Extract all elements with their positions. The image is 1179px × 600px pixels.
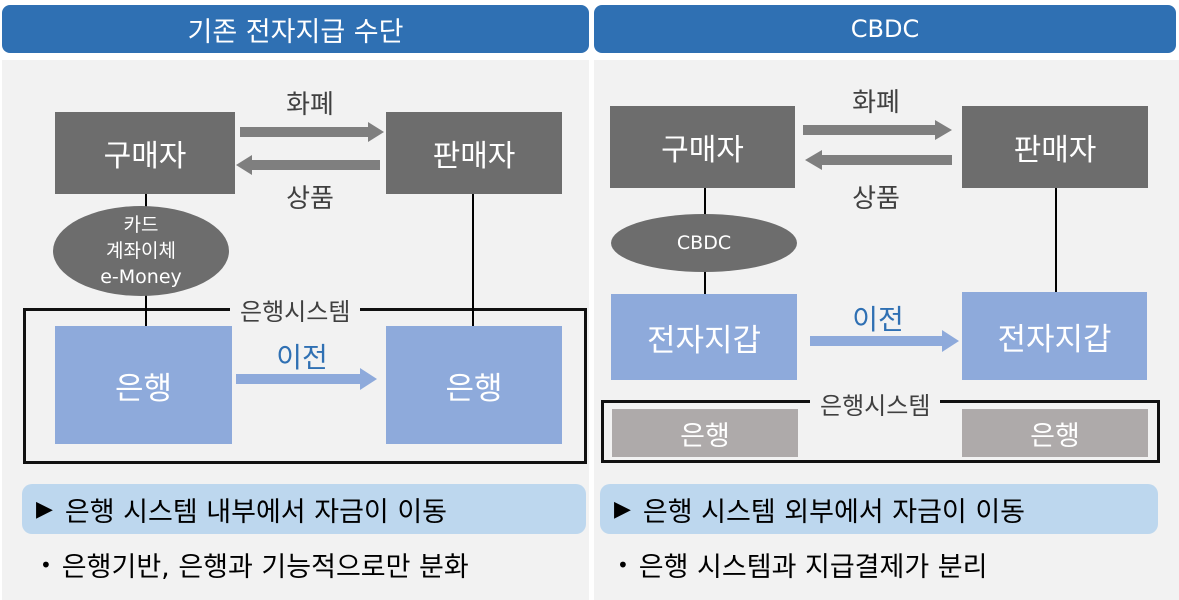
left-bank-box-buyer: 은행 (55, 326, 232, 444)
left-seller-line-lower (472, 308, 474, 326)
left-goods-arrow (236, 155, 380, 175)
right-bullet-text: 은행 시스템과 지급결제가 분리 (638, 552, 988, 583)
right-summary-text: 은행 시스템 외부에서 자금이 이동 (642, 496, 1026, 528)
left-bank-box-seller: 은행 (386, 326, 562, 444)
bullet-icon: • (40, 552, 52, 577)
left-summary-text: 은행 시스템 내부에서 자금이 이동 (64, 496, 448, 528)
left-currency-label: 화폐 (286, 90, 334, 120)
left-bullet-text: 은행기반, 은행과 기능적으로만 분화 (61, 552, 469, 583)
emoney-label: e-Money (100, 266, 182, 288)
right-goods-label: 상품 (852, 184, 900, 214)
left-seller-box: 판매자 (386, 112, 562, 194)
right-bank-box-seller: 은행 (962, 409, 1148, 457)
bullet-icon: • (617, 552, 629, 577)
right-bank-system-label: 은행시스템 (810, 386, 941, 421)
left-transfer-label: 이전 (276, 341, 328, 374)
right-summary-banner: ▶ 은행 시스템 외부에서 자금이 이동 (600, 484, 1158, 534)
triangle-icon: ▶ (614, 496, 631, 522)
triangle-icon: ▶ (36, 496, 53, 522)
left-transfer-arrow (236, 368, 377, 390)
left-payment-methods-ellipse: 카드 계좌이체 e-Money (53, 206, 229, 296)
left-buyer-box: 구매자 (55, 112, 235, 194)
right-header: CBDC (594, 5, 1176, 53)
right-transfer-arrow (810, 330, 959, 352)
right-bullet: • 은행 시스템과 지급결제가 분리 (617, 545, 987, 584)
left-header: 기존 전자지급 수단 (2, 5, 589, 53)
left-bullet: • 은행기반, 은행과 기능적으로만 분화 (40, 545, 469, 584)
left-summary-banner: ▶ 은행 시스템 내부에서 자금이 이동 (22, 484, 586, 534)
left-goods-label: 상품 (286, 184, 334, 214)
left-bank-system-label: 은행시스템 (230, 292, 361, 327)
right-wallet-box-seller: 전자지갑 (962, 292, 1147, 380)
right-currency-label: 화폐 (852, 88, 900, 118)
right-seller-line (1055, 188, 1057, 294)
left-seller-line (472, 194, 474, 326)
right-goods-arrow (805, 150, 952, 170)
left-buyer-line-lower (145, 308, 147, 326)
right-bank-box-buyer: 은행 (612, 409, 798, 457)
right-cbdc-ellipse: CBDC (611, 214, 797, 272)
left-currency-arrow (240, 122, 384, 142)
account-transfer-label: 계좌이체 (106, 240, 176, 262)
right-currency-arrow (803, 120, 952, 140)
right-seller-box: 판매자 (962, 106, 1148, 188)
right-transfer-label: 이전 (852, 303, 904, 336)
right-wallet-box-buyer: 전자지갑 (611, 294, 797, 380)
right-buyer-box: 구매자 (610, 106, 795, 188)
card-label: 카드 (123, 214, 159, 236)
